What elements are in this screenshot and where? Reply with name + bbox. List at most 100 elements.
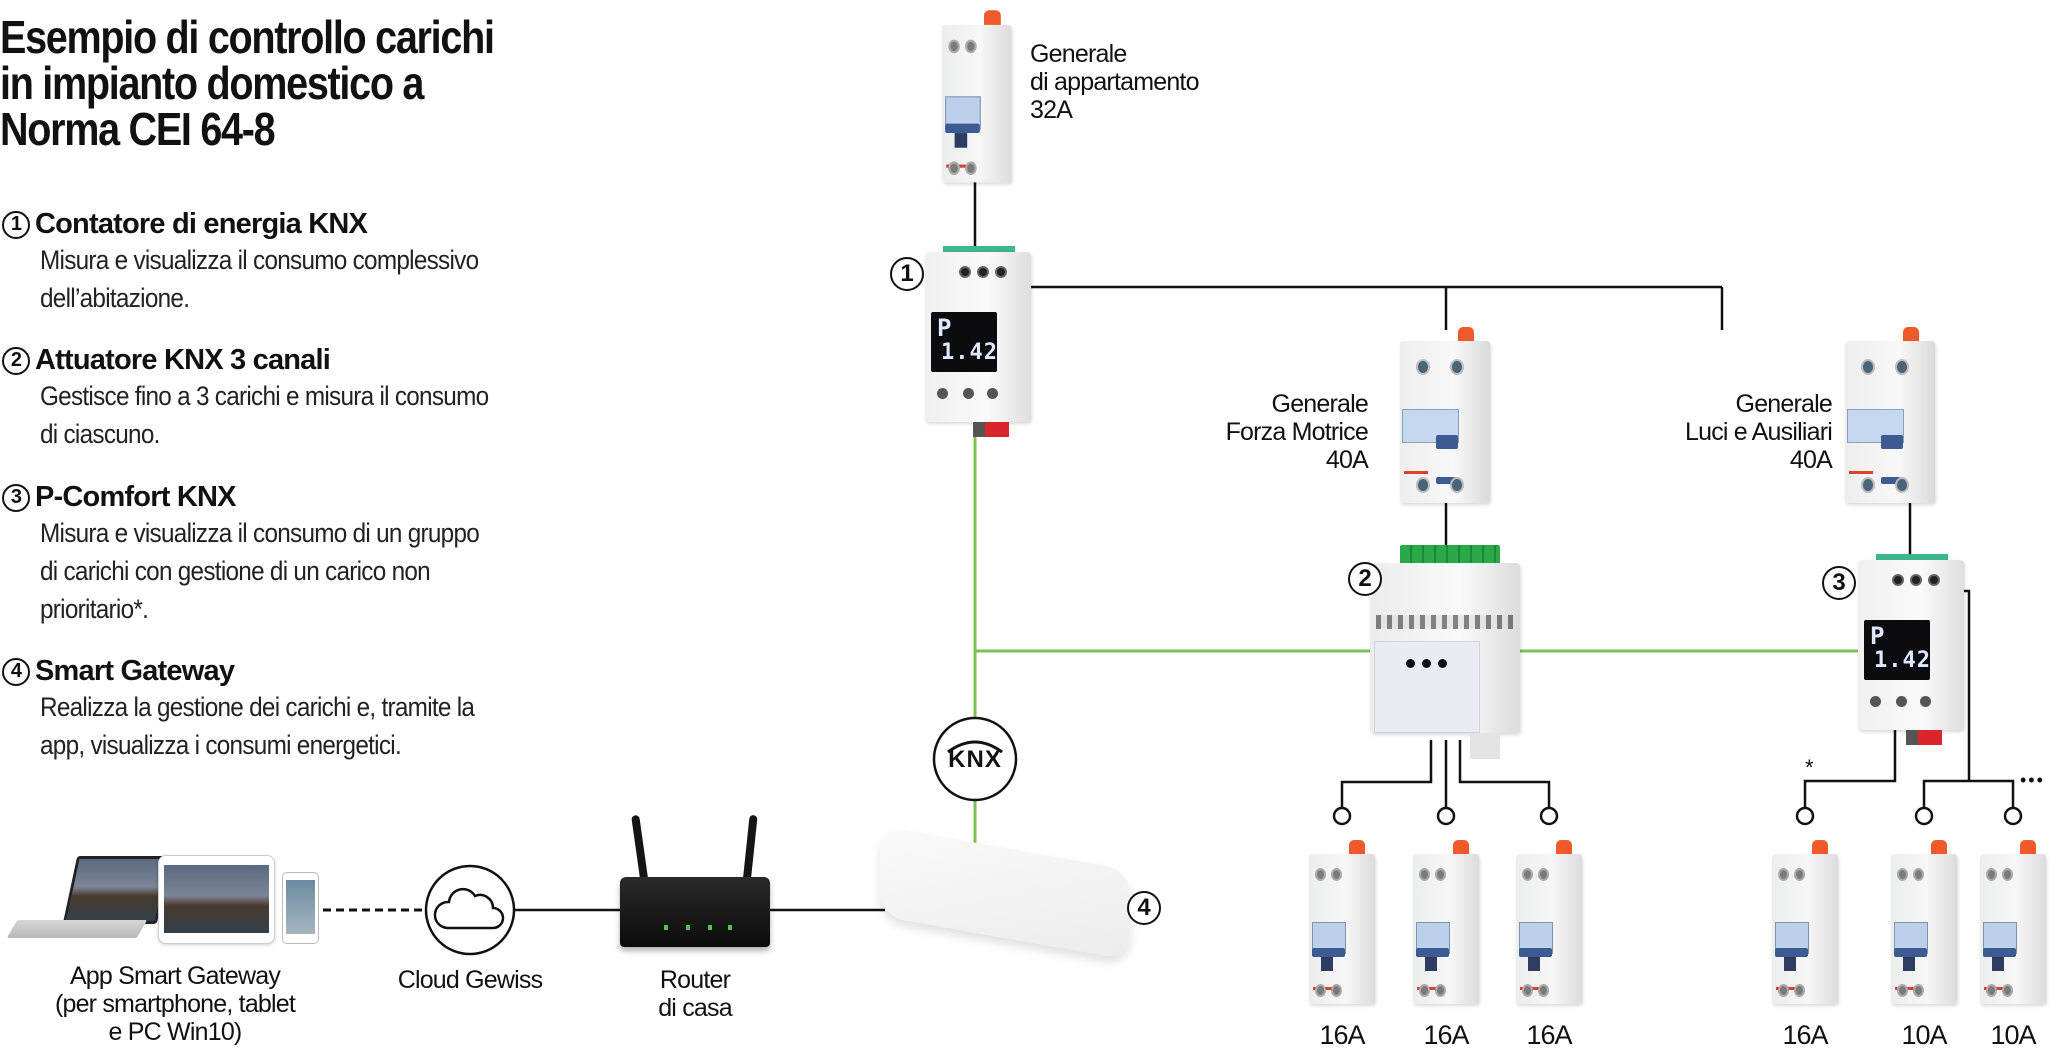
screw bbox=[1897, 984, 1908, 997]
title-line-1: Esempio di controllo carichi bbox=[0, 11, 495, 63]
terminal-block bbox=[1400, 545, 1500, 567]
breaker-body bbox=[1413, 854, 1479, 1004]
test-button bbox=[1436, 477, 1456, 484]
load-rating-label: 16A bbox=[1526, 1020, 1572, 1050]
load-breaker bbox=[1772, 836, 1838, 1006]
non-priority-asterisk: * bbox=[1805, 755, 1814, 780]
screw bbox=[1895, 477, 1909, 493]
home-router bbox=[620, 814, 770, 955]
legend-desc: Realizza la gestione dei carichi e, tram… bbox=[40, 692, 475, 722]
title-line-3: Norma CEI 64-8 bbox=[0, 103, 276, 155]
breaker-tab bbox=[1556, 840, 1572, 856]
tablet-icon bbox=[158, 855, 275, 944]
screw bbox=[1910, 574, 1922, 586]
load-terminal bbox=[1332, 806, 1352, 826]
screw bbox=[1315, 868, 1326, 881]
bus-connector bbox=[973, 422, 987, 437]
antenna bbox=[742, 814, 758, 886]
screw bbox=[1794, 984, 1805, 997]
meter-button bbox=[987, 388, 998, 399]
breaker-toggle bbox=[1528, 957, 1540, 971]
screw bbox=[1416, 359, 1430, 375]
legend-title: Contatore di energia KNX bbox=[35, 208, 368, 240]
knx-circle bbox=[932, 716, 1018, 802]
breaker-lever bbox=[1436, 435, 1458, 449]
breaker-body bbox=[1891, 854, 1957, 1004]
bus-connector bbox=[985, 422, 1009, 437]
breaker-lever bbox=[1775, 948, 1808, 957]
breaker-toggle bbox=[1784, 957, 1796, 971]
breaker-lever bbox=[1312, 948, 1345, 957]
breaker-toggle bbox=[1321, 957, 1333, 971]
meter-button bbox=[1896, 696, 1907, 707]
load-breaker bbox=[1516, 836, 1582, 1006]
screw bbox=[965, 39, 977, 54]
label-line: Luci e Ausiliari bbox=[1684, 418, 1833, 446]
load-rating-label: 16A bbox=[1423, 1020, 1469, 1050]
breaker-body bbox=[1400, 341, 1490, 503]
phone-screen bbox=[286, 880, 315, 934]
breaker-tab bbox=[2020, 840, 2036, 856]
cloud-icon bbox=[433, 887, 505, 930]
screw bbox=[1315, 984, 1326, 997]
label-line: di appartamento bbox=[1030, 68, 1199, 96]
load-rating-label: 16A bbox=[1319, 1020, 1365, 1050]
channel-button bbox=[1422, 659, 1431, 668]
load-rating-label: 16A bbox=[1782, 1020, 1828, 1050]
meter-button bbox=[963, 388, 974, 399]
screw bbox=[1861, 359, 1875, 375]
breaker-body bbox=[942, 24, 1012, 183]
cloud-circle bbox=[424, 864, 516, 956]
screw bbox=[977, 266, 989, 278]
laptop-keyboard bbox=[6, 920, 148, 938]
screw bbox=[1895, 359, 1909, 375]
breaker-lever bbox=[1519, 948, 1552, 957]
screw bbox=[1331, 868, 1342, 881]
number-badge: 1 bbox=[2, 210, 30, 239]
page-title: Esempio di controllo carichi in impianto… bbox=[0, 11, 495, 155]
marker-2: 2 bbox=[1348, 562, 1382, 596]
screw bbox=[1419, 868, 1430, 881]
meter-button bbox=[937, 388, 948, 399]
router-led bbox=[664, 925, 668, 930]
screw bbox=[2002, 868, 2013, 881]
test-button bbox=[1881, 477, 1901, 484]
meter-button bbox=[1920, 696, 1931, 707]
load-line bbox=[1458, 740, 1551, 808]
load-rating-label: 10A bbox=[1990, 1020, 2036, 1050]
load-breaker bbox=[1980, 836, 2046, 1006]
screw bbox=[965, 161, 977, 176]
breaker-tab bbox=[1903, 327, 1919, 343]
din-clip bbox=[1470, 733, 1500, 759]
label-line: 40A bbox=[1789, 446, 1833, 474]
channel-button bbox=[1438, 659, 1447, 668]
load-breaker bbox=[1891, 836, 1957, 1006]
screw bbox=[1538, 868, 1549, 881]
screw bbox=[1522, 984, 1533, 997]
load-line bbox=[1803, 728, 1897, 808]
number-badge: 2 bbox=[2, 346, 30, 375]
title-line-2: in impianto domestico a bbox=[0, 57, 424, 109]
rcd-power-label: Generale Forza Motrice 40A bbox=[1160, 390, 1369, 474]
breaker-lever bbox=[1416, 948, 1449, 957]
label-line: Router bbox=[659, 966, 731, 994]
load-terminal bbox=[1795, 806, 1815, 826]
label-line: 32A bbox=[1030, 96, 1073, 124]
label-line: Generale bbox=[1735, 390, 1833, 418]
screw bbox=[1522, 868, 1533, 881]
meter-button bbox=[1870, 696, 1881, 707]
marker-3: 3 bbox=[1822, 566, 1856, 600]
label-line: Generale bbox=[1030, 40, 1127, 68]
label-line: e PC Win10) bbox=[108, 1018, 243, 1046]
rcd-power bbox=[1400, 325, 1490, 505]
legend-title: Attuatore KNX 3 canali bbox=[35, 344, 331, 376]
screw bbox=[1435, 868, 1446, 881]
screw bbox=[1331, 984, 1342, 997]
legend-desc: Misura e visualizza il consumo di un gru… bbox=[40, 518, 480, 548]
screw bbox=[1435, 984, 1446, 997]
